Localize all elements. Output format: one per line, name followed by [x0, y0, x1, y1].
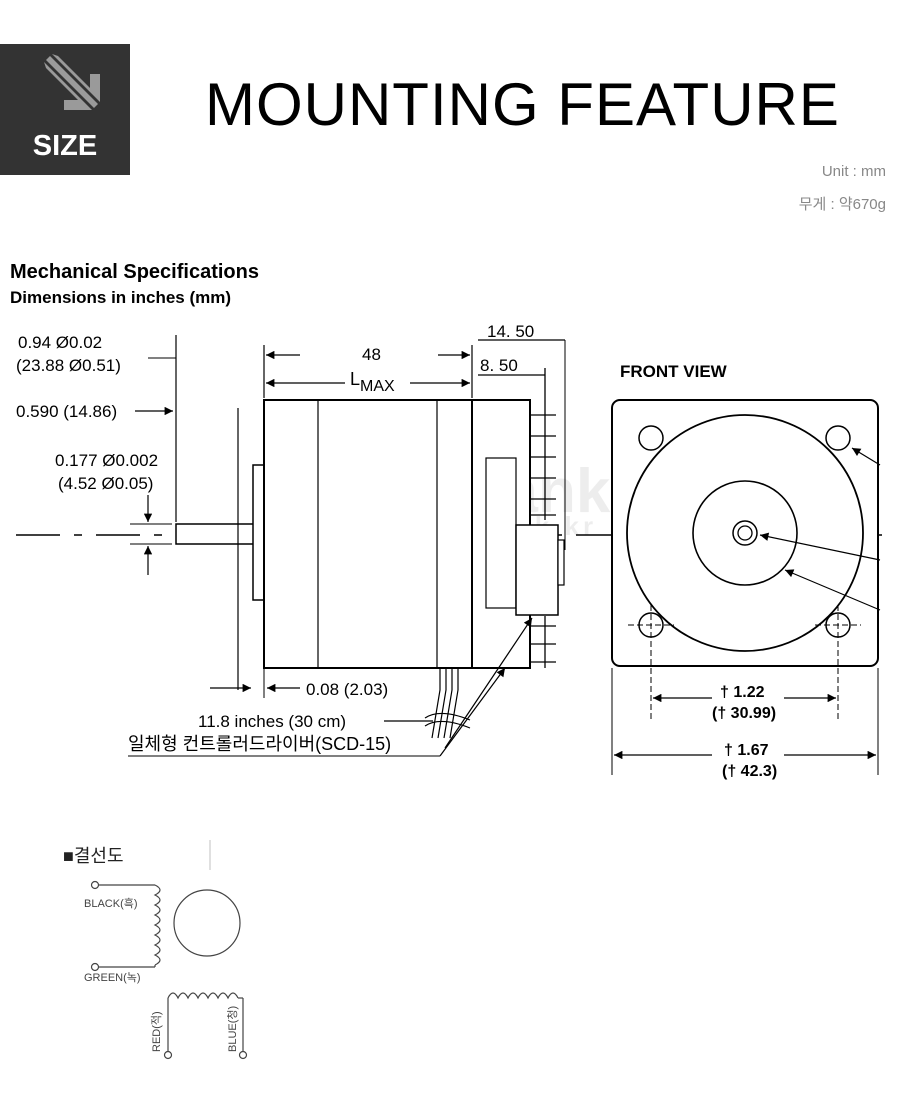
size-badge-label: SIZE [32, 130, 98, 162]
dim-lmax: LMAX [350, 369, 395, 395]
arrow-down-right-icon [44, 54, 100, 110]
front-dim-body-mm: († 42.3) [722, 763, 777, 780]
wiring-diagram: BLACK(흑) GREEN(녹) RED(적) BLUE(청) [84, 840, 248, 1060]
dim-driver-part: 8. 50 [480, 356, 518, 375]
wire-green-label: GREEN(녹) [84, 971, 141, 984]
spec-heading: Mechanical Specifications [10, 261, 259, 283]
wire-blue-label: BLUE(청) [226, 1006, 239, 1052]
size-badge: SIZE [0, 44, 130, 175]
front-dim-hole-mm: († 30.99) [712, 705, 776, 722]
dim-driver-total: 14. 50 [487, 322, 534, 341]
front-dim-body: † 1.67 [724, 742, 769, 759]
dim-shaft-diameter: 0.177 Ø0.002 [55, 451, 158, 470]
dim-pilot: 0.590 (14.86) [16, 402, 117, 421]
wire-red-label: RED(적) [150, 1011, 163, 1052]
dim-shaft-diameter-mm: (4.52 Ø0.05) [58, 474, 153, 493]
wire-black-label: BLACK(흑) [84, 896, 138, 910]
mechanical-drawing: Mechanical Specifications Dimensions in … [10, 261, 895, 780]
dim-shaft-length: 0.94 Ø0.02 [18, 333, 102, 352]
page-title: MOUNTING FEATURE [205, 71, 840, 138]
weight-text: 무게 : 약670g [798, 196, 886, 213]
wiring-title: ■결선도 [63, 846, 124, 866]
unit-text: Unit : mm [821, 163, 886, 180]
front-view-title: FRONT VIEW [620, 362, 728, 381]
dim-lmax-sub: MAX [360, 378, 395, 395]
cable-length: 11.8 inches (30 cm) [198, 712, 346, 731]
spec-subheading: Dimensions in inches (mm) [10, 288, 231, 307]
dim-body-length: 48 [362, 345, 381, 364]
dim-shaft-length-mm: (23.88 Ø0.51) [16, 356, 121, 375]
dim-flange: 0.08 (2.03) [306, 680, 388, 699]
front-dim-hole: † 1.22 [720, 684, 765, 701]
dim-lmax-l: L [350, 369, 360, 389]
controller-label: 일체형 컨트롤러드라이버(SCD-15) [128, 734, 391, 754]
